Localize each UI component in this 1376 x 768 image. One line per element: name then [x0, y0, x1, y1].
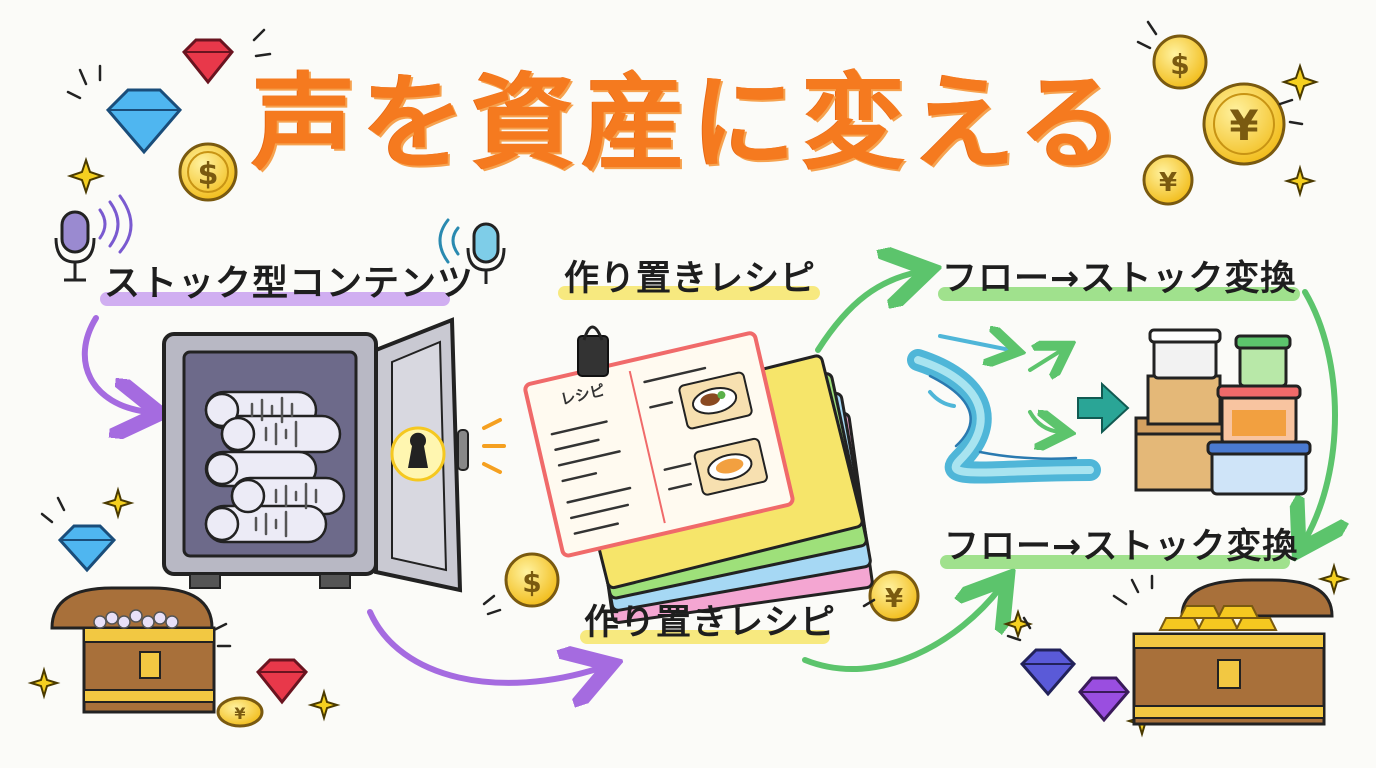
svg-text:¥: ¥ — [1159, 168, 1177, 198]
page-title: 声を資産に変える — [251, 62, 1129, 184]
coin-dollar-icon: $ — [178, 142, 238, 202]
label-flow-to-stock-bottom: フロー→ストック変換 — [944, 527, 1299, 567]
svg-text:¥: ¥ — [1229, 101, 1258, 150]
coin-dollar-icon: $ — [504, 552, 560, 608]
arrow-recipe-to-flow — [815, 272, 918, 353]
coin-yen-icon: ¥ — [1142, 154, 1194, 206]
flow-small-arrows — [928, 336, 1062, 432]
label-meal-prep-bottom: 作り置きレシピ — [584, 603, 837, 643]
diamond-icon — [105, 88, 183, 155]
sparkle-rays — [40, 20, 1304, 648]
diamond-icon — [57, 524, 117, 573]
arrow-safe-to-recipe — [367, 609, 600, 683]
label-stock-content: ストック型コンテンツ — [104, 263, 475, 304]
diamond-icon — [255, 658, 309, 705]
svg-text:$: $ — [198, 157, 219, 192]
storage-containers-icon — [1134, 328, 1312, 496]
coin-dollar-icon: $ — [1152, 34, 1208, 90]
microphone-icon — [54, 194, 133, 282]
svg-text:$: $ — [1170, 48, 1189, 81]
river-icon — [907, 349, 1101, 484]
safe-icon — [162, 317, 506, 593]
highlight-purple — [100, 292, 450, 306]
highlight-green-bottom — [940, 555, 1290, 569]
highlight-green-top — [938, 287, 1300, 301]
arrow-recipe-bottom-to-flow — [802, 588, 1000, 672]
coin-yen-icon: ¥ — [1202, 82, 1286, 166]
arrow-flow-right — [1305, 289, 1335, 540]
arrow-stock-to-safe — [81, 315, 148, 412]
label-flow-to-stock-top: フロー→ストック変換 — [942, 259, 1297, 299]
highlight-yellow-bottom — [580, 630, 830, 644]
treasure-chest-icon — [50, 586, 216, 714]
microphone-icon — [438, 218, 506, 284]
svg-text:$: $ — [522, 566, 541, 599]
highlight-yellow-top — [558, 286, 820, 300]
diamond-icon — [181, 38, 235, 85]
svg-text:¥: ¥ — [885, 584, 903, 614]
svg-text:¥: ¥ — [234, 704, 245, 723]
coin-yen-icon: ¥ — [868, 570, 920, 622]
recipe-cards-icon — [523, 325, 874, 624]
label-meal-prep-top: 作り置きレシピ — [564, 259, 817, 299]
diamond-icon — [1078, 676, 1130, 723]
big-teal-arrow — [1077, 381, 1130, 435]
diamond-icon — [1019, 648, 1077, 697]
coin-yen-icon: ¥ — [216, 696, 264, 728]
treasure-chest-icon — [1132, 578, 1334, 726]
